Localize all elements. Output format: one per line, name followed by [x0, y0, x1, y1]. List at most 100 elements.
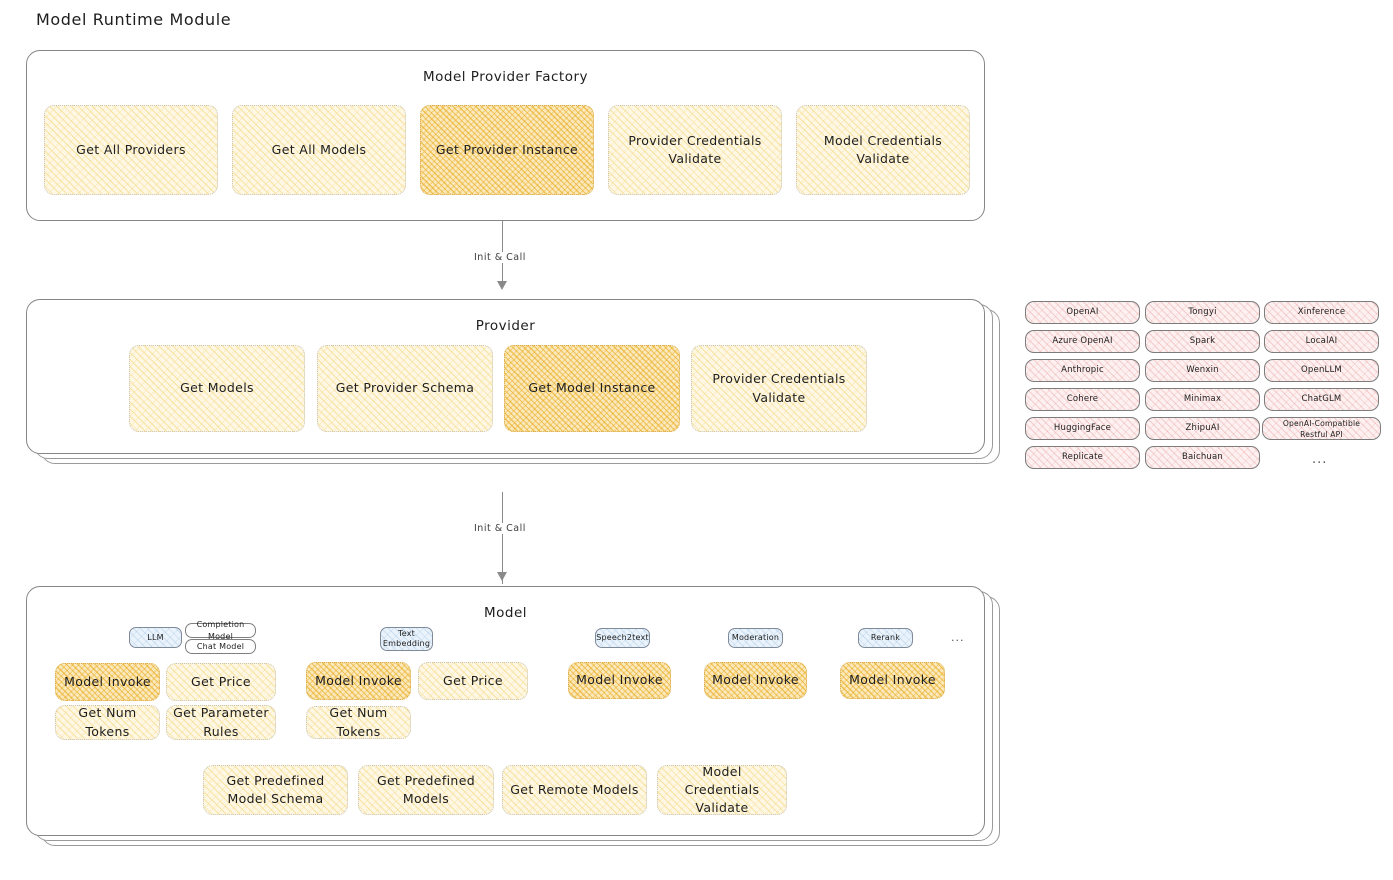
model-types-more-ellipsis: ...: [951, 631, 965, 644]
type-tag-label: Rerank: [870, 633, 901, 642]
chip-label: Minimax: [1183, 394, 1222, 405]
node-label: Get Models: [180, 380, 254, 396]
node-label: Get Parameter Rules: [173, 705, 269, 739]
chip-label: Spark: [1189, 336, 1216, 347]
node-label: Provider Credentials Validate: [628, 132, 762, 166]
chip-label: ZhipuAI: [1185, 423, 1220, 434]
chip-label: Tongyi: [1188, 307, 1217, 318]
node-label: Model Invoke: [712, 672, 799, 688]
chip-label: Replicate: [1061, 452, 1104, 463]
node-label: Model Credentials Validate: [684, 763, 760, 816]
chip-label: OpenAI: [1066, 307, 1099, 318]
chip-label: HuggingFace: [1053, 423, 1112, 434]
llm-node-get-num-tokens[interactable]: Get Num Tokens: [55, 705, 160, 740]
chip-label: Anthropic: [1061, 365, 1104, 376]
speech2text-node-model-invoke[interactable]: Model Invoke: [568, 662, 671, 699]
model-subtag-completion-model[interactable]: Completion Model: [185, 620, 256, 641]
provider-chip-openai-compatible-restful-api[interactable]: OpenAI-Compatible Restful API: [1262, 417, 1381, 440]
subtag-label: Completion Model: [196, 619, 245, 641]
arrow-factory-to-provider-head: [497, 281, 507, 290]
provider-chip-tongyi[interactable]: Tongyi: [1145, 301, 1260, 324]
chip-label: Azure OpenAI: [1052, 336, 1113, 347]
chip-label: Baichuan: [1181, 452, 1224, 463]
node-label: Get Predefined Models: [376, 772, 476, 806]
node-label: Get All Providers: [76, 141, 186, 157]
provider-chip-cohere[interactable]: Cohere: [1025, 388, 1140, 411]
arrow-factory-to-provider-label: Init & Call: [470, 252, 530, 263]
model-title: Model: [483, 605, 528, 621]
type-tag-label: Speech2text: [596, 633, 649, 642]
arrow-provider-to-model-line: [502, 492, 503, 584]
provider-chip-minimax[interactable]: Minimax: [1145, 388, 1260, 411]
node-label: Get Price: [191, 673, 251, 689]
model-type-tag-rerank[interactable]: Rerank: [858, 628, 913, 648]
factory-node-model-credentials-validate[interactable]: Model Credentials Validate: [796, 105, 970, 195]
subtag-label: Chat Model: [196, 641, 245, 651]
factory-node-get-provider-instance[interactable]: Get Provider Instance: [420, 105, 594, 195]
provider-chip-huggingface[interactable]: HuggingFace: [1025, 417, 1140, 440]
provider-chip-xinference[interactable]: Xinference: [1264, 301, 1379, 324]
page-title: Model Runtime Module: [36, 10, 232, 29]
chip-label: OpenLLM: [1301, 365, 1342, 376]
provider-chip-chatglm[interactable]: ChatGLM: [1264, 388, 1379, 411]
provider-chip-localai[interactable]: LocalAI: [1264, 330, 1379, 353]
node-label: Model Credentials Validate: [823, 132, 943, 166]
provider-chip-spark[interactable]: Spark: [1145, 330, 1260, 353]
provider-node-get-models[interactable]: Get Models: [129, 345, 305, 432]
provider-chip-anthropic[interactable]: Anthropic: [1025, 359, 1140, 382]
model-node-get-predefined-models[interactable]: Get Predefined Models: [358, 765, 494, 815]
factory-node-get-all-providers[interactable]: Get All Providers: [44, 105, 218, 195]
chip-label: LocalAI: [1305, 336, 1338, 347]
provider-chip-openllm[interactable]: OpenLLM: [1264, 359, 1379, 382]
rerank-node-model-invoke[interactable]: Model Invoke: [840, 662, 945, 699]
model-type-tag-speech2text[interactable]: Speech2text: [595, 628, 650, 648]
model-node-get-remote-models[interactable]: Get Remote Models: [502, 765, 647, 815]
node-label: Get Provider Schema: [335, 380, 475, 396]
text-embedding-node-get-num-tokens[interactable]: Get Num Tokens: [306, 705, 411, 739]
moderation-node-model-invoke[interactable]: Model Invoke: [704, 662, 807, 699]
llm-node-model-invoke[interactable]: Model Invoke: [55, 663, 160, 701]
type-tag-label: Text Embedding: [382, 629, 431, 648]
chip-label: ChatGLM: [1301, 394, 1342, 405]
model-node-model-credentials-validate[interactable]: Model Credentials Validate: [657, 763, 787, 816]
node-label: Get Price: [443, 672, 503, 688]
model-type-tag-text-embedding[interactable]: Text Embedding: [380, 627, 433, 651]
node-label: Get Num Tokens: [78, 705, 137, 739]
arrow-provider-to-model-label: Init & Call: [470, 523, 530, 534]
provider-chip-wenxin[interactable]: Wenxin: [1145, 359, 1260, 382]
node-label: Get Provider Instance: [435, 141, 579, 157]
node-label: Model Invoke: [849, 672, 936, 688]
node-label: Model Invoke: [576, 672, 663, 688]
node-label: Get Predefined Model Schema: [226, 772, 325, 806]
chip-label: Wenxin: [1186, 365, 1219, 376]
chip-label: Xinference: [1297, 307, 1346, 318]
node-label: Get Model Instance: [528, 380, 656, 396]
provider-chip-replicate[interactable]: Replicate: [1025, 446, 1140, 469]
llm-node-get-price[interactable]: Get Price: [166, 663, 276, 701]
text-embedding-node-model-invoke[interactable]: Model Invoke: [306, 662, 411, 700]
provider-chip-openai[interactable]: OpenAI: [1025, 301, 1140, 324]
model-node-get-predefined-model-schema[interactable]: Get Predefined Model Schema: [203, 765, 348, 815]
provider-node-provider-credentials-validate[interactable]: Provider Credentials Validate: [691, 345, 867, 432]
model-type-tag-moderation[interactable]: Moderation: [728, 628, 783, 648]
llm-node-get-parameter-rules[interactable]: Get Parameter Rules: [166, 705, 276, 740]
node-label: Get Remote Models: [510, 781, 639, 797]
provider-node-get-provider-schema[interactable]: Get Provider Schema: [317, 345, 493, 432]
factory-node-provider-credentials-validate[interactable]: Provider Credentials Validate: [608, 105, 782, 195]
provider-chip-azure-openai[interactable]: Azure OpenAI: [1025, 330, 1140, 353]
model-subtag-chat-model[interactable]: Chat Model: [185, 639, 256, 654]
provider-chip-baichuan[interactable]: Baichuan: [1145, 446, 1260, 469]
provider-node-get-model-instance[interactable]: Get Model Instance: [504, 345, 680, 432]
factory-title: Model Provider Factory: [422, 69, 588, 85]
provider-list-more-ellipsis: ...: [1312, 452, 1328, 467]
chip-label: Cohere: [1066, 394, 1099, 405]
node-label: Provider Credentials Validate: [712, 371, 846, 405]
type-tag-label: LLM: [147, 632, 164, 642]
provider-title: Provider: [475, 318, 536, 334]
factory-node-get-all-models[interactable]: Get All Models: [232, 105, 406, 195]
text-embedding-node-get-price[interactable]: Get Price: [418, 662, 528, 700]
provider-chip-zhipuai[interactable]: ZhipuAI: [1145, 417, 1260, 440]
node-label: Model Invoke: [64, 673, 151, 689]
model-type-tag-llm[interactable]: LLM: [129, 627, 182, 648]
